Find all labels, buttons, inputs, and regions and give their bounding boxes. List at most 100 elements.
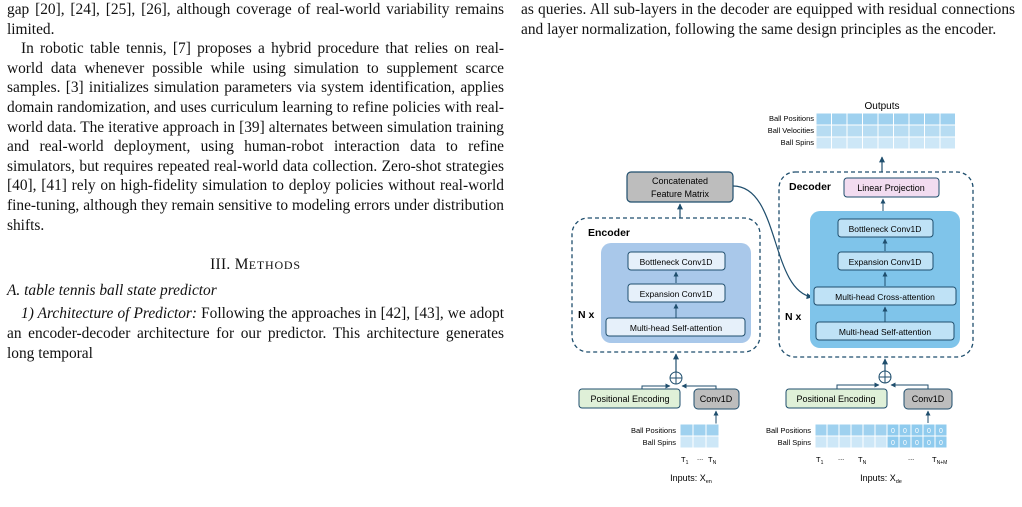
dec-pos-encoding-box (785, 388, 888, 409)
zero-pad-cell: 0 (891, 440, 895, 447)
left-paragraph-3: 1) Architecture of Predictor: Following … (7, 304, 504, 363)
decoder-title: Decoder (789, 181, 831, 193)
dec-inputs-label: Inputs: Xde (860, 473, 902, 485)
grid-cell (924, 136, 941, 150)
dec-dots-1: ... (838, 453, 844, 462)
dec-expansion-label: Expansion Conv1D (849, 257, 922, 267)
dec-selfattn-label: Multi-head Self-attention (839, 327, 931, 337)
grid-cell (862, 112, 879, 126)
grid-cell (814, 423, 828, 437)
grid-cell (877, 112, 894, 126)
dec-dots-2: ... (908, 453, 914, 462)
grid-cell (831, 124, 848, 138)
section-heading: III. METHODS (7, 255, 504, 276)
enc-dots: ... (697, 453, 703, 462)
grid-cell (831, 136, 848, 150)
concat-label-1: Concatenated (652, 176, 708, 186)
grid-cell (815, 112, 832, 126)
dec-selfattn-box (815, 321, 955, 341)
grid-cell (815, 124, 832, 138)
output-label-positions: Ball Positions (769, 114, 814, 123)
grid-cell (924, 124, 941, 138)
dec-t1: T1 (816, 455, 824, 466)
grid-cell (893, 124, 910, 138)
section-title-first: M (234, 256, 249, 274)
grid-cell (893, 112, 910, 126)
left-column: gap [20], [24], [25], [26], although cov… (7, 0, 504, 363)
dec-pos-encoding-label: Positional Encoding (796, 394, 875, 404)
arrow-concat-to-decoder (732, 185, 813, 300)
grid-cell (679, 435, 694, 449)
zero-pad-cell: 0 (939, 440, 943, 447)
grid-cell (874, 435, 888, 449)
zero-pad-cell: 0 (915, 440, 919, 447)
section-title-rest: ETHODS (248, 258, 301, 273)
enc-expansion-box (627, 283, 726, 303)
enc-expansion-label: Expansion Conv1D (640, 289, 713, 299)
decoder-frame (778, 171, 974, 358)
enc-pos-encoding-label: Positional Encoding (590, 394, 669, 404)
left-paragraph-2: In robotic table tennis, [7] proposes a … (7, 40, 504, 234)
grid-cell (924, 112, 941, 126)
encoder-nx: N x (578, 309, 595, 321)
grid-cell (815, 136, 832, 150)
dec-input-label-positions: Ball Positions (766, 426, 811, 435)
grid-cell (877, 124, 894, 138)
grid-cell (846, 124, 863, 138)
outputs-grid (815, 112, 956, 150)
grid-cell (862, 124, 879, 138)
grid-cell (826, 423, 840, 437)
dec-crossattn-box (813, 286, 957, 306)
grid-cell (679, 423, 694, 437)
grid-cell (692, 435, 707, 449)
dec-expansion-box (837, 251, 934, 271)
right-paragraph-1: as queries. All sub-layers in the decode… (521, 1, 1015, 38)
grid-cell (939, 136, 956, 150)
enc-input-label-spins: Ball Spins (643, 438, 677, 447)
enc-inputs-label: Inputs: Xen (670, 473, 712, 485)
left-paragraph-1: gap [20], [24], [25], [26], although cov… (7, 1, 504, 38)
right-column: as queries. All sub-layers in the decode… (521, 0, 1015, 39)
encoder-title: Encoder (588, 227, 630, 239)
dec-tn: TN (858, 455, 867, 466)
grid-cell (939, 124, 956, 138)
grid-cell (826, 435, 840, 449)
enc-bottleneck-box (627, 251, 726, 271)
grid-cell (705, 423, 720, 437)
grid-cell (831, 112, 848, 126)
grid-cell (877, 136, 894, 150)
zero-pad-cell: 0 (903, 428, 907, 435)
dec-bottleneck-box (837, 218, 934, 238)
dec-input-label-spins: Ball Spins (778, 438, 812, 447)
dec-conv-to-add (890, 382, 929, 390)
zero-pad-cell: 0 (927, 440, 931, 447)
grid-cell (850, 435, 864, 449)
output-label-velocities: Ball Velocities (768, 126, 815, 135)
paragraph-title: 1) Architecture of Predictor: (21, 305, 198, 323)
dec-crossattn-label: Multi-head Cross-attention (835, 292, 935, 302)
grid-cell (838, 435, 852, 449)
enc-tn: TN (708, 455, 717, 466)
grid-cell (934, 435, 948, 449)
encoder-frame (571, 217, 761, 353)
dec-conv1d-label: Conv1D (912, 394, 945, 404)
grid-cell (939, 112, 956, 126)
zero-pad-cell: 0 (915, 428, 919, 435)
dec-conv1d-box (903, 388, 953, 410)
grid-cell (862, 423, 876, 437)
zero-pad-cell: 0 (903, 440, 907, 447)
concat-feature-box (626, 171, 734, 203)
concat-label-2: Feature Matrix (651, 189, 710, 199)
grid-cell (814, 435, 828, 449)
linear-projection-label: Linear Projection (857, 183, 925, 193)
grid-cell (862, 136, 879, 150)
subsection-heading: A. table tennis ball state predictor (7, 281, 217, 299)
dec-pe-to-add (836, 382, 880, 390)
enc-pos-encoding-box (578, 388, 681, 409)
output-label-spins: Ball Spins (781, 138, 815, 147)
grid-cell (692, 423, 707, 437)
outputs-title: Outputs (864, 101, 899, 112)
grid-cell (850, 423, 864, 437)
decoder-nx: N x (785, 311, 802, 323)
